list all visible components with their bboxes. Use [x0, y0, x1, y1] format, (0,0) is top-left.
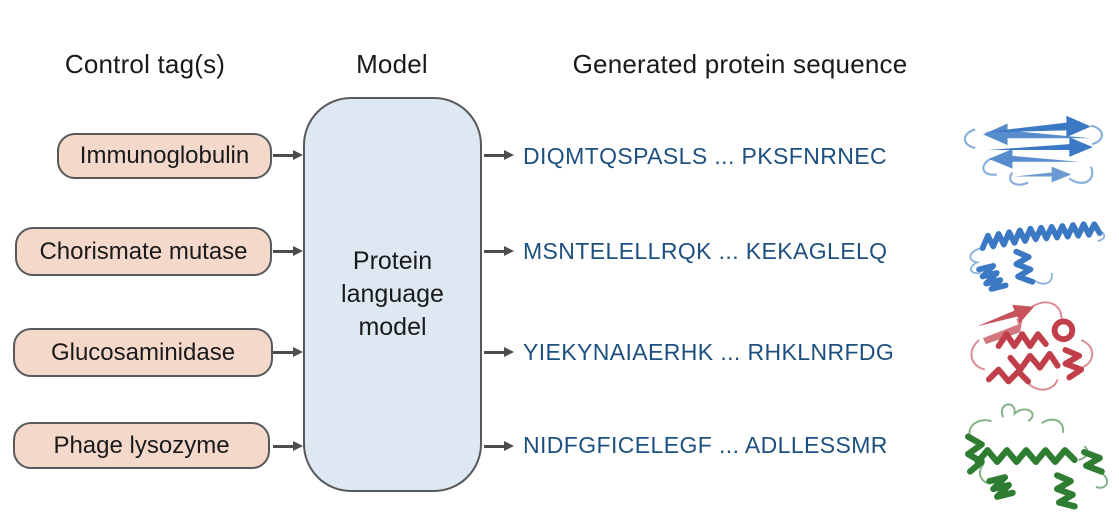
alpha-helix-ribbons — [985, 318, 1085, 385]
arrow-right-icon — [273, 250, 293, 253]
generated-sequence: NIDFGFICELEGF ... ADLLESSMR — [523, 432, 888, 458]
control-tag-label: Phage lysozyme — [53, 431, 230, 459]
arrow-right-icon — [273, 154, 293, 157]
control-tag-chorismate-mutase: Chorismate mutase — [15, 227, 272, 276]
header-control-tags: Control tag(s) — [64, 49, 226, 79]
arrow-right-icon — [484, 250, 504, 253]
control-tag-immunoglobulin: Immunoglobulin — [57, 133, 272, 179]
control-tag-phage-lysozyme: Phage lysozyme — [13, 422, 270, 469]
generated-sequence: DIQMTQSPASLS ... PKSFNRNEC — [523, 143, 887, 169]
alpha-helix-ribbons — [976, 221, 1103, 292]
control-tag-label: Immunoglobulin — [79, 142, 250, 169]
model-box-label: Protein language model — [341, 247, 444, 341]
control-tag-label: Glucosaminidase — [50, 338, 236, 366]
control-tag-label: Chorismate mutase — [39, 237, 248, 265]
loop-ribbons — [970, 301, 1094, 391]
helical-bundle-structure-icon — [969, 221, 1106, 292]
control-tag-glucosaminidase: Glucosaminidase — [13, 328, 273, 377]
generated-sequence: MSNTELELLRQK ... KEKAGLELQ — [523, 238, 888, 264]
arrow-right-icon — [484, 351, 504, 354]
arrow-right-icon — [273, 445, 293, 448]
alpha-helix-ribbons — [965, 433, 1105, 510]
immunoglobulin-structure-icon — [963, 115, 1104, 186]
beta-strand-arrows — [977, 304, 1034, 345]
arrow-right-icon — [484, 445, 504, 448]
beta-strand-arrows — [983, 115, 1093, 183]
loop-ribbons — [963, 124, 1104, 186]
loop-ribbons — [968, 403, 1109, 489]
arrow-right-icon — [484, 154, 504, 157]
phage-lysozyme-structure-icon — [965, 403, 1109, 510]
glucosaminidase-structure-icon — [970, 301, 1094, 391]
arrow-right-icon — [273, 351, 293, 354]
generated-sequence: YIEKYNAIAERHK ... RHKLNRFDG — [523, 339, 895, 365]
protein-language-model-box: Protein language model — [303, 97, 482, 492]
header-model: Model — [356, 49, 428, 79]
header-generated-sequence: Generated protein sequence — [572, 49, 908, 79]
